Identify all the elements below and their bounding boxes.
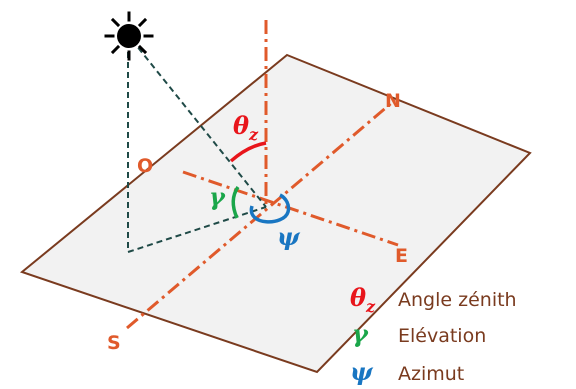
north-label: N xyxy=(385,90,401,112)
legend-zenith-label: Angle zénith xyxy=(398,289,517,311)
legend-elevation-symbol: γ xyxy=(352,319,369,348)
legend-azimuth-symbol: ψ xyxy=(350,357,374,386)
ground-plane xyxy=(19,53,532,374)
zenith-angle-arc xyxy=(229,141,267,163)
legend: θz Angle zénith γ Elévation ψ Azimut xyxy=(350,283,517,386)
sun-ground-projection-line xyxy=(127,206,267,253)
elevation-angle-arc xyxy=(231,186,240,219)
legend-elevation-label: Elévation xyxy=(398,325,486,347)
legend-azimuth-label: Azimut xyxy=(398,363,464,385)
elevation-angle-label: γ xyxy=(209,182,226,211)
sun-icon xyxy=(104,11,154,61)
legend-zenith-symbol: θz xyxy=(350,283,376,316)
west-label: O xyxy=(137,155,153,177)
east-label: E xyxy=(395,245,408,267)
azimuth-angle-label: ψ xyxy=(277,222,301,251)
south-label: S xyxy=(107,332,121,354)
azimuth-angle-arc xyxy=(249,193,291,224)
sun-ray-line xyxy=(131,39,267,208)
zenith-angle-label: θz xyxy=(233,111,259,144)
north-south-axis xyxy=(126,98,396,330)
west-east-axis xyxy=(182,170,399,247)
